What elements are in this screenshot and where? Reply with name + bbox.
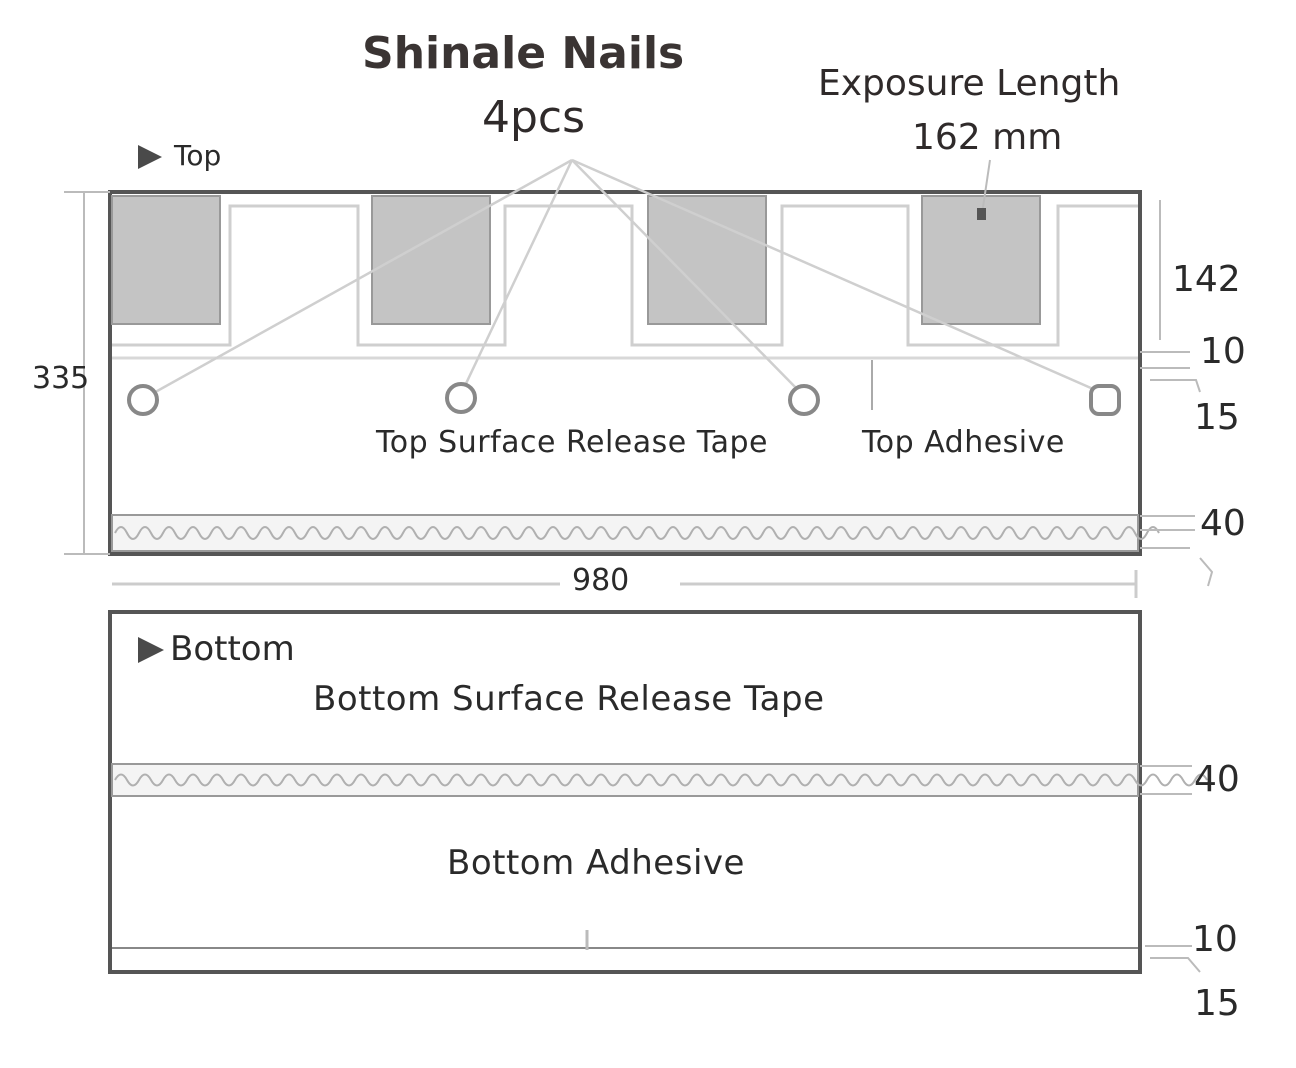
exposure-marker [977,208,986,220]
nail-leaders [149,158,1101,397]
top-strip-texture [114,526,1160,540]
exposure-length-label: Exposure Length [818,63,1121,104]
tab-3 [647,195,767,325]
exposure-leader [981,159,991,215]
top-adhesive-label: Top Adhesive [862,425,1065,460]
nail-hole-4 [1089,384,1121,416]
height-dimension [64,191,110,555]
bottom-strip-dimension-label: 40 [1194,759,1240,800]
exposure-length-value: 162 mm [912,117,1063,158]
top-release-tape-label: Top Surface Release Tape [376,425,768,460]
bottom-offset-dimension-label: 15 [1194,983,1240,1024]
nail-count: 4pcs [482,92,586,143]
nail-holes [127,382,1121,416]
nail-hole-3 [788,384,820,416]
tab-1 [111,195,221,325]
bottom-release-tape-label: Bottom Surface Release Tape [313,679,825,719]
bottom-adhesive-label: Bottom Adhesive [447,843,745,883]
exposure-dimension-label: 142 [1172,259,1241,300]
diagram-title: Shinale Nails [362,28,685,79]
bottom-panel-outline [108,610,1142,974]
top-offset-dimension-label: 15 [1194,397,1240,438]
bottom-view-label: Bottom [170,629,295,669]
top-strip-dimension-label: 40 [1200,503,1246,544]
top-adhesive-strip [111,514,1139,552]
top-view-label: Top [174,139,222,172]
bottom-gap-dimension-label: 10 [1192,919,1238,960]
height-dimension-label: 335 [32,361,90,396]
bottom-strip-texture [114,773,1208,787]
width-dimension [112,570,1138,598]
nail-hole-1 [127,384,159,416]
bottom-arrow-icon [138,637,164,663]
top-panel-outline [108,190,1142,556]
bottom-right-ticks [1140,765,1201,973]
nail-hole-2 [445,382,477,414]
top-arrow-icon [138,145,162,169]
cutouts [112,204,1138,347]
width-dimension-label: 980 [572,563,630,598]
top-gap-dimension-label: 10 [1200,331,1246,372]
right-dimension-ticks [1140,200,1214,587]
bottom-adhesive-strip [111,763,1139,797]
